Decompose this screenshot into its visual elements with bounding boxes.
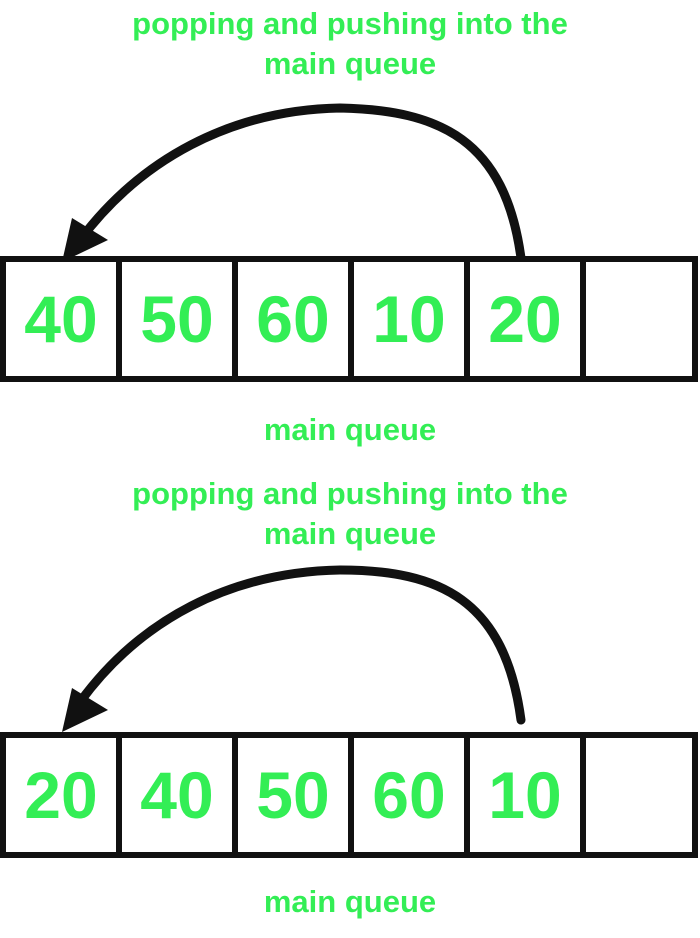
queue-cell: 10 [348,256,470,382]
arrow-head [62,688,108,732]
main-queue: 40 50 60 10 20 [0,256,700,382]
queue-cell: 50 [116,256,238,382]
rotation-arrow [62,565,526,732]
queue-cell: 40 [116,732,238,858]
queue-cell: 10 [464,732,586,858]
arrow-curve [75,565,526,725]
queue-cell: 50 [232,732,354,858]
queue-panel-1: popping and pushing into the main queue … [0,4,700,447]
panel-heading: popping and pushing into the main queue [0,4,700,84]
queue-cell [580,732,698,858]
queue-cell [580,256,698,382]
queue-cell: 20 [0,732,122,858]
queue-cell: 20 [464,256,586,382]
queue-cell: 60 [348,732,470,858]
queue-caption: main queue [263,412,437,447]
rotation-arrow [62,103,526,263]
heading-line-1: popping and pushing into the [132,476,568,511]
queue-cell: 40 [0,256,122,382]
queue-caption: main queue [263,884,437,919]
heading-line-2: main queue [263,46,437,81]
arrow-curve [75,103,526,263]
heading-line-1: popping and pushing into the [132,6,568,41]
panel-heading: popping and pushing into the main queue [0,474,700,554]
main-queue: 20 40 50 60 10 [0,732,700,858]
arrow-head [62,218,108,262]
queue-panel-2: popping and pushing into the main queue … [0,470,700,938]
heading-line-2: main queue [263,516,437,551]
queue-cell: 60 [232,256,354,382]
